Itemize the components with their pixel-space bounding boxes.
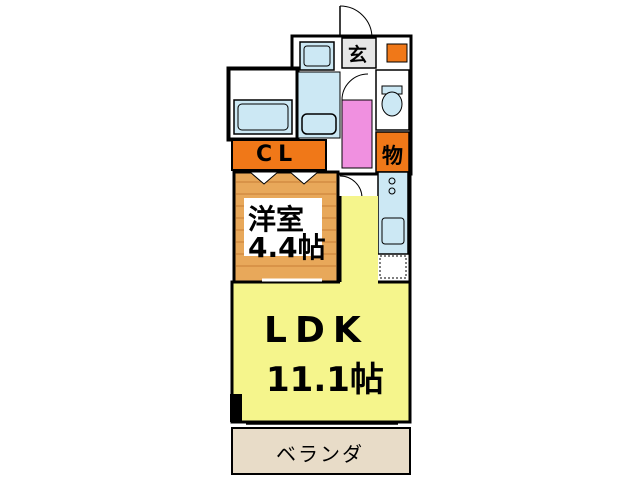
storage-room [375, 131, 410, 173]
shoe-box [386, 43, 408, 63]
closet-area [231, 139, 327, 171]
ldk-size: 11.1帖 [266, 360, 384, 400]
fridge-space [379, 255, 407, 279]
entrance-door [339, 5, 373, 39]
washing-machine-drum [303, 45, 331, 67]
ldk-name: LDK [264, 310, 369, 351]
stove-burner [388, 177, 396, 185]
closet-label: CL [256, 142, 299, 167]
western-room-label-bg [244, 198, 322, 256]
wash-basin [301, 113, 337, 135]
wall-column [230, 394, 242, 422]
closet-door-left [248, 171, 280, 185]
western-room-name: 洋室 [248, 203, 305, 236]
stove-burner [388, 187, 396, 195]
kitchen-sink [381, 217, 405, 245]
ldk-floor [230, 280, 412, 424]
storage-label: 物 [382, 144, 403, 168]
bathtub-inner [237, 103, 289, 131]
entrance-label: 玄 [348, 44, 368, 66]
closet-door-right [288, 171, 320, 185]
western-room-size: 4.4帖 [248, 231, 326, 264]
veranda-label: ベランダ [276, 442, 364, 466]
ldk-upper-floor [340, 196, 378, 284]
entrance-floor [341, 37, 377, 69]
hallway [341, 99, 373, 169]
toilet-bowl [381, 91, 403, 117]
veranda-floor [231, 427, 411, 475]
